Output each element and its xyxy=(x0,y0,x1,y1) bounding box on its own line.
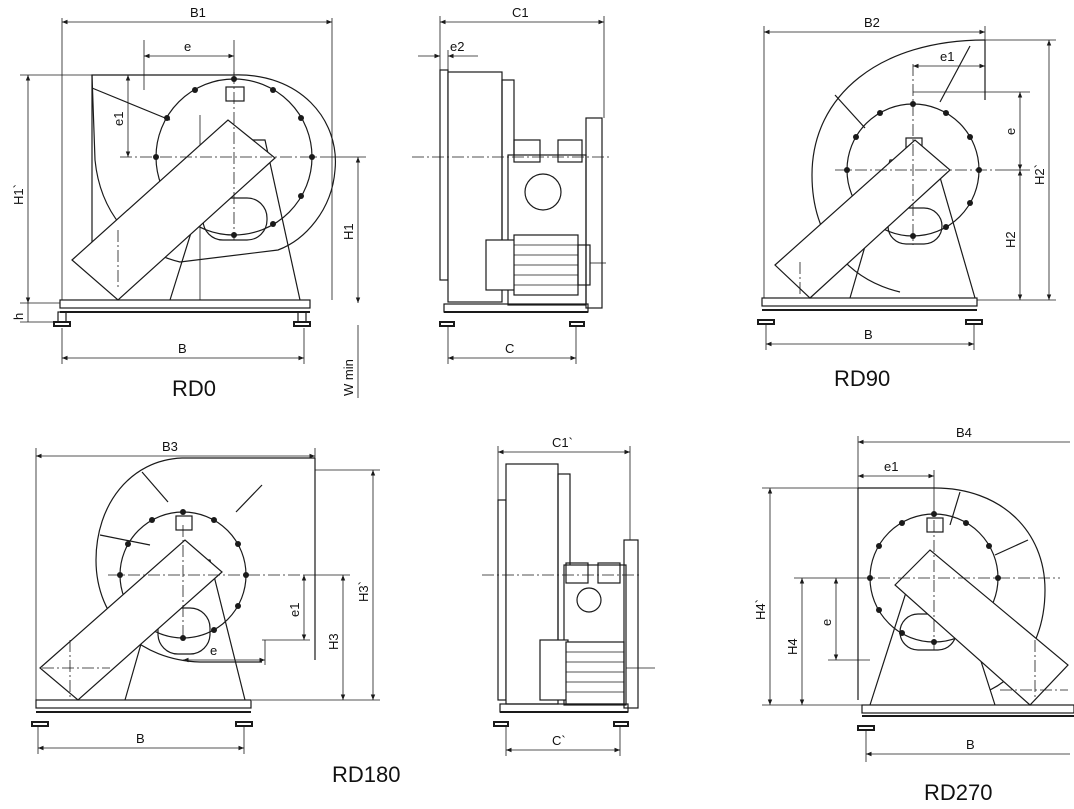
dim-e1-rd180: e1 xyxy=(287,603,302,617)
caption-rd180: RD180 xyxy=(332,762,400,787)
dim-e-rd180: e xyxy=(210,643,217,658)
dim-H4: H4 xyxy=(785,638,800,655)
dim-C1: C1 xyxy=(512,5,529,20)
dim-e-rd270: e xyxy=(819,619,834,626)
dim-B-rd0: B xyxy=(178,341,187,356)
view-rd0: B1 e e1 H1` H1 h B W min RD0 xyxy=(11,5,366,401)
dim-C: C xyxy=(505,341,514,356)
caption-rd270: RD270 xyxy=(924,780,992,805)
dim-e1: e1 xyxy=(111,112,126,126)
dim-C1-prime: C1` xyxy=(552,435,573,450)
view-side-top: C1 e2 C xyxy=(412,5,612,364)
dim-H1: H1 xyxy=(341,223,356,240)
dim-W-min: W min xyxy=(341,359,356,396)
dim-B-rd180: B xyxy=(136,731,145,746)
dim-H4-prime: H4` xyxy=(753,599,768,620)
caption-rd90: RD90 xyxy=(834,366,890,391)
view-rd270: B4 e1 H4` H4 e B RD270 xyxy=(753,425,1074,805)
dim-B-rd90: B xyxy=(864,327,873,342)
dim-e2: e2 xyxy=(450,39,464,54)
dim-B-rd270: B xyxy=(966,737,975,752)
caption-rd0: RD0 xyxy=(172,376,216,401)
view-side-bottom: C1` C` xyxy=(482,435,655,756)
dim-h: h xyxy=(11,313,26,320)
dim-B4: B4 xyxy=(956,425,972,440)
dim-e1-rd270: e1 xyxy=(884,459,898,474)
dim-B2: B2 xyxy=(864,15,880,30)
dim-e1-rd90: e1 xyxy=(940,49,954,64)
dim-B3: B3 xyxy=(162,439,178,454)
dim-H3: H3 xyxy=(326,633,341,650)
dim-H2: H2 xyxy=(1003,231,1018,248)
dim-e-rd90: e xyxy=(1003,128,1018,135)
dim-C-prime: C` xyxy=(552,733,566,748)
dim-H1-prime: H1` xyxy=(11,184,26,205)
dim-B1: B1 xyxy=(190,5,206,20)
view-rd90: B2 e1 e H2 H2` B RD90 xyxy=(757,15,1056,391)
dim-H3-prime: H3` xyxy=(356,581,371,602)
view-rd180: B3 H3` H3 e1 e B RD180 xyxy=(31,439,400,787)
dim-e: e xyxy=(184,39,191,54)
dim-H2-prime: H2` xyxy=(1032,164,1047,185)
